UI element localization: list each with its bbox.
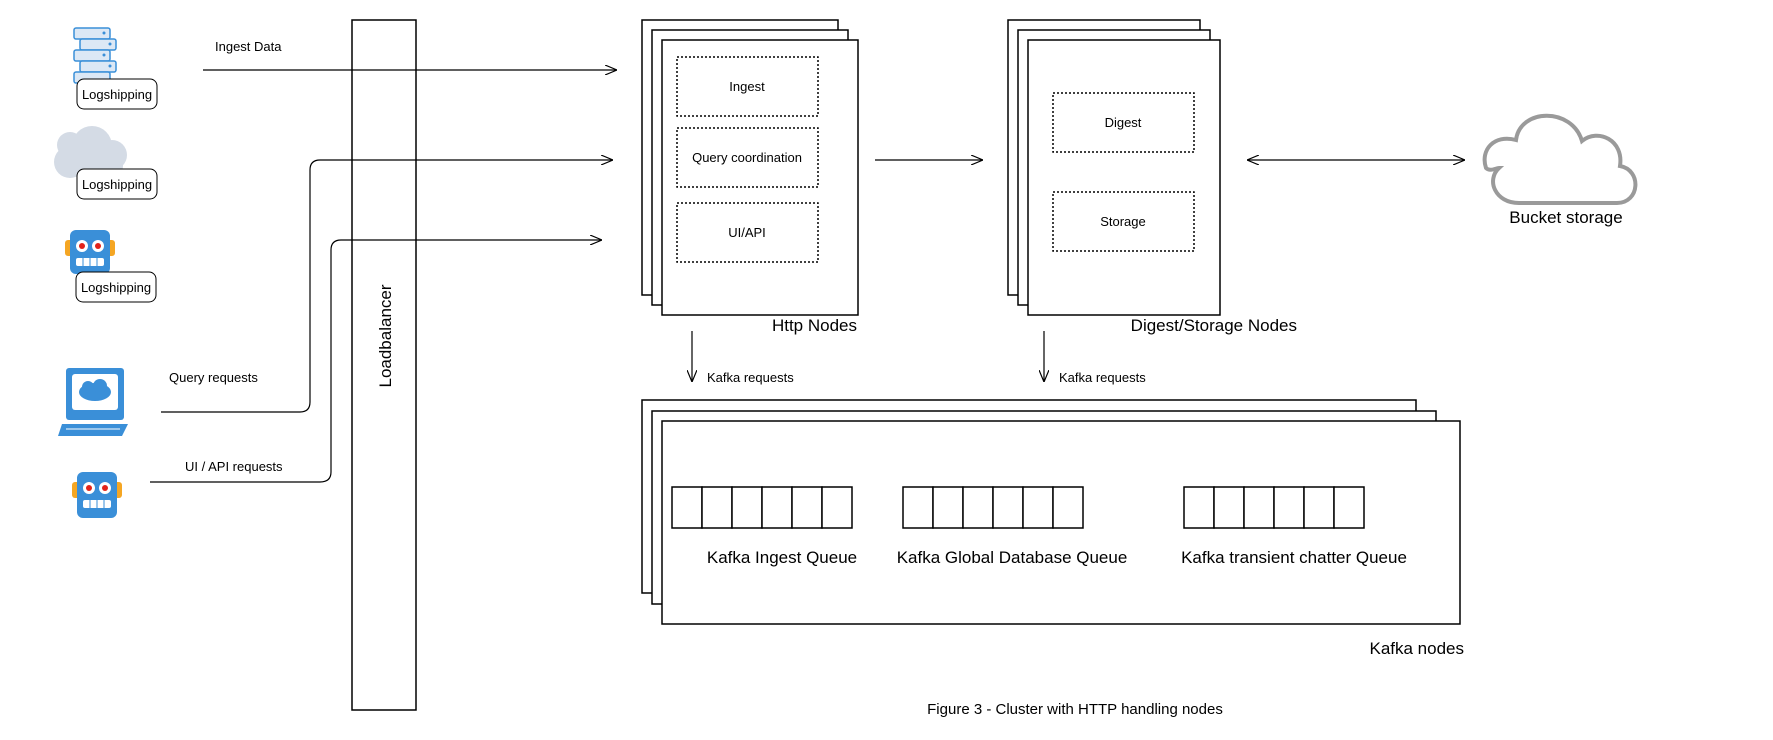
digest-storage-nodes-stack [1007,19,1221,316]
bucket-storage-label: Bucket storage [1509,208,1622,227]
storage-component [1052,191,1195,252]
bucket-cloud-icon [1482,113,1638,205]
robot-icon [65,230,115,274]
digest-storage-nodes-label: Digest/Storage Nodes [1131,316,1297,335]
kafka-global-database-queue-label: Kafka Global Database Queue [897,548,1128,567]
logshipping-tag-1: Logshipping [76,78,158,110]
digest-component-label: Digest [1105,115,1142,130]
query-requests-arrow [161,160,613,413]
logshipping-label: Logshipping [82,87,152,102]
robot-icon [72,472,122,518]
loadbalancer-label: Loadbalancer [376,284,395,387]
ui-api-component-label: UI/API [728,225,766,240]
digest-kafka-requests-label: Kafka requests [1059,370,1146,385]
storage-component-label: Storage [1100,214,1146,229]
kafka-transient-chatter-queue [1183,486,1365,529]
ui-api-requests-arrow [150,240,602,483]
query-coordination-label: Query coordination [692,150,802,165]
http-nodes-label: Http Nodes [772,316,857,335]
query-requests-label: Query requests [169,370,258,385]
figure-caption: Figure 3 - Cluster with HTTP handling no… [927,701,1223,718]
logshipping-tag-3: Logshipping [75,271,157,303]
digest-component [1052,92,1195,153]
logshipping-label: Logshipping [82,177,152,192]
server-icon [73,27,117,84]
kafka-global-database-queue [902,486,1084,529]
loadbalancer-box [351,19,417,711]
kafka-transient-chatter-queue-label: Kafka transient chatter Queue [1181,548,1407,567]
logshipping-tag-2: Logshipping [76,168,158,200]
ingest-data-label: Ingest Data [215,39,282,54]
ui-api-component [676,202,819,263]
ui-api-requests-label: UI / API requests [185,459,283,474]
http-kafka-requests-label: Kafka requests [707,370,794,385]
logshipping-label: Logshipping [81,280,151,295]
kafka-ingest-queue-label: Kafka Ingest Queue [707,548,857,567]
ingest-component-label: Ingest [729,79,765,94]
monitor-icon [58,368,128,436]
query-coordination-component [676,127,819,188]
kafka-nodes-label: Kafka nodes [1369,639,1464,658]
kafka-ingest-queue [671,486,853,529]
ingest-component [676,56,819,117]
